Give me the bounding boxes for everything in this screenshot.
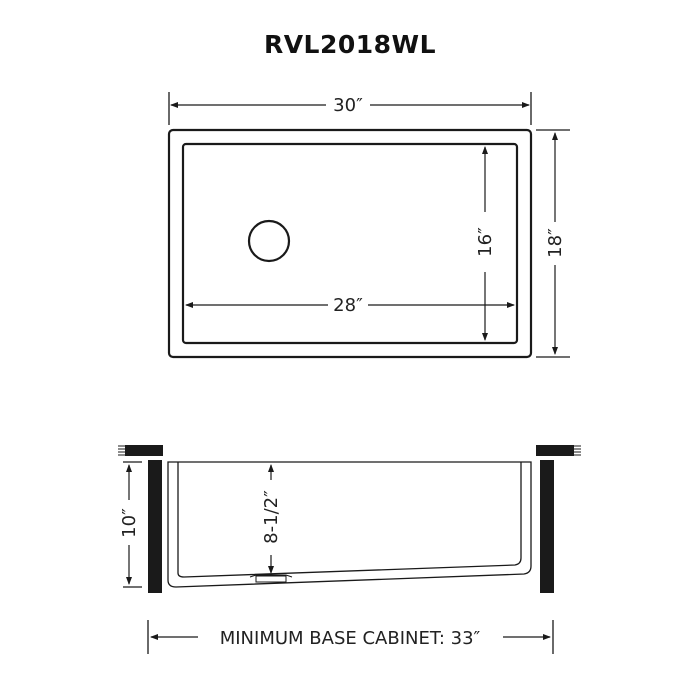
cabinet-wall-left <box>148 460 162 593</box>
bowl-depth-label: 8-1/2″ <box>261 490 282 544</box>
cabinet-dimension: MINIMUM BASE CABINET: 33″ <box>147 620 554 654</box>
inner-width-label: 28″ <box>333 295 363 316</box>
sink-profile-inner <box>177 462 522 578</box>
cabinet-wall-right <box>540 460 554 593</box>
top-view: 30″ 16″ 28″ 18″ <box>167 92 570 359</box>
side-view: 10″ 8-1/2″ <box>118 445 581 593</box>
countertop-right <box>536 445 581 456</box>
sink-inner-basin <box>181 142 519 345</box>
outer-width-label: 30″ <box>333 95 363 116</box>
countertop-left <box>118 445 163 456</box>
inner-depth-label: 16″ <box>475 227 496 257</box>
sink-outer-rim <box>167 128 533 359</box>
inner-width-dimension: 28″ <box>185 295 515 316</box>
bowl-depth-dimension: 8-1/2″ <box>261 464 282 574</box>
overall-height-dimension: 10″ <box>119 461 142 588</box>
outer-depth-dimension: 18″ <box>536 129 570 358</box>
outer-depth-label: 18″ <box>545 228 566 258</box>
sink-profile-outer <box>167 461 532 588</box>
model-title: RVL2018WL <box>263 30 437 59</box>
drain-icon <box>247 219 291 263</box>
cabinet-label: MINIMUM BASE CABINET: 33″ <box>220 628 481 649</box>
overall-height-label: 10″ <box>119 508 140 538</box>
inner-depth-dimension: 16″ <box>475 146 496 341</box>
outer-width-dimension: 30″ <box>168 92 532 125</box>
drain-fitting-icon <box>249 574 293 583</box>
